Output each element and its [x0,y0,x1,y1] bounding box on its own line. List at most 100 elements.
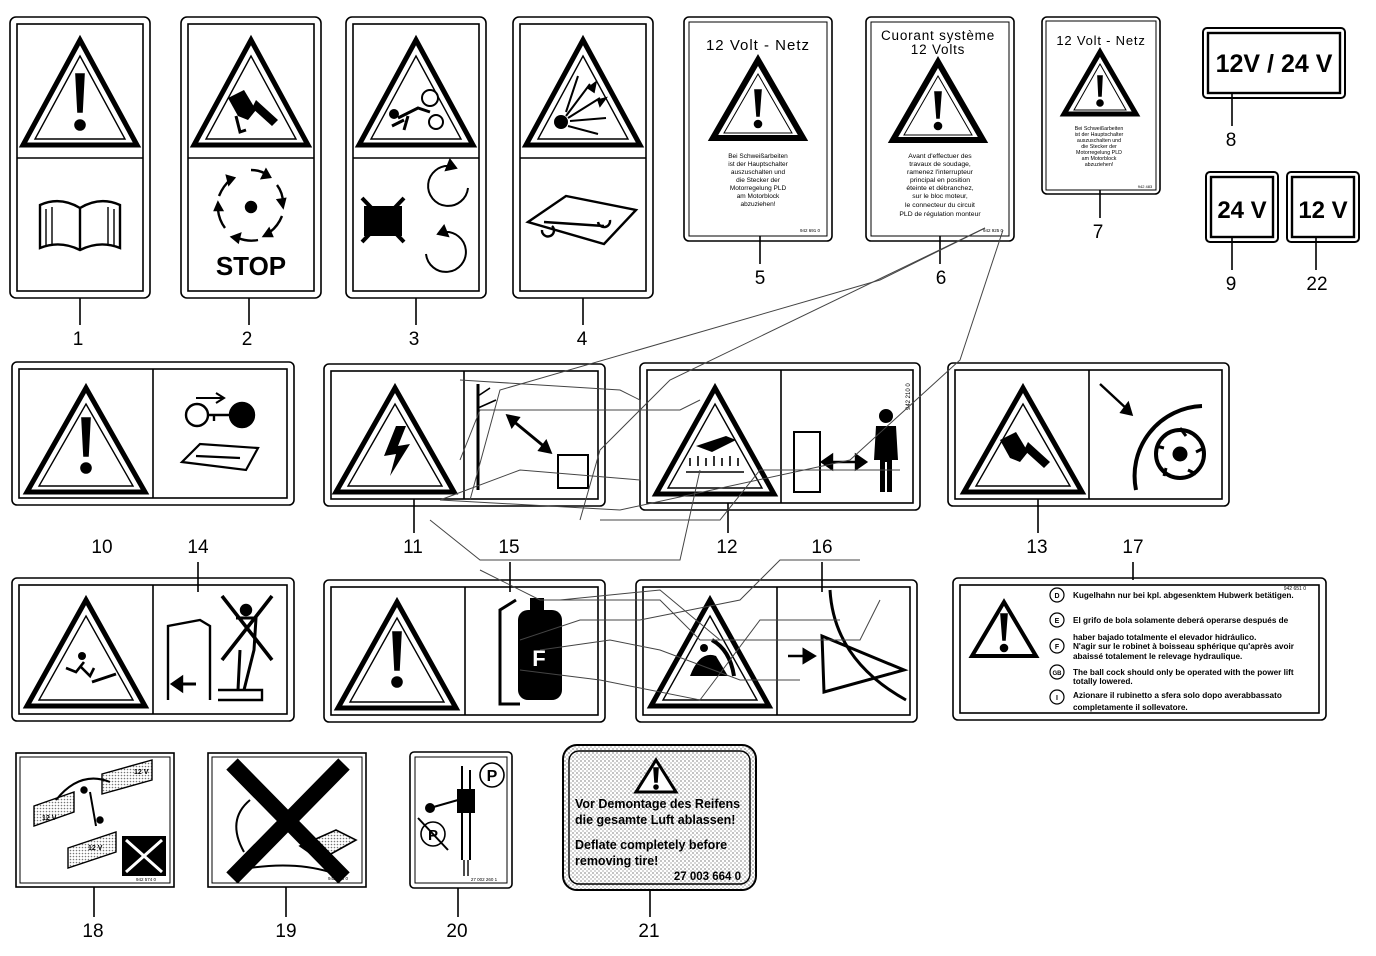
svg-text:GB: GB [1053,671,1063,677]
callout-9: 9 [1226,274,1237,295]
warning-triangle-icon [959,382,1087,495]
svg-text:completamente il sollevatore.: completamente il sollevatore. [1073,703,1188,712]
decal-5-title: 12 Volt - Netz [706,37,810,54]
callout-6: 6 [936,268,947,289]
voltage-12-24: 12V / 24 V [1216,50,1333,78]
svg-text:P: P [428,827,438,844]
manual-wrench-icon [179,442,260,472]
battery-icon [33,759,153,869]
svg-text:942 483: 942 483 [1138,184,1153,189]
decal-9: 24 V [1205,171,1279,243]
decal-5-text: Bei Schweißarbeiten ist der Hauptschalte… [728,153,820,233]
svg-text:ist der Hauptschalter: ist der Hauptschalter [1075,132,1124,138]
fire-extinguisher-icon: F [498,598,562,706]
svg-text:E: E [1055,618,1060,625]
hand-cut-icon [1000,432,1050,468]
svg-text:abzuziehen!: abzuziehen! [1085,162,1114,168]
svg-text:ramenez l'interrupteur: ramenez l'interrupteur [907,169,974,176]
svg-text:Avant d'effectuer des: Avant d'effectuer des [908,153,972,160]
decal-16 [635,579,918,723]
decal-21-de-2: die gesamte Luft ablassen! [575,813,735,827]
callout-7: 7 [1093,222,1104,243]
decal-19: 942 573 0 [207,752,367,888]
electric-shock-icon [384,426,410,476]
decal-5: 12 Volt - Netz Bei Schweißarbeiten ist d… [683,16,833,242]
callout-8: 8 [1226,130,1237,151]
rotating-arrows-icon [425,157,469,273]
battery-label-2: 12 V [134,769,149,776]
svg-text:El grifo de bola solamente deb: El grifo de bola solamente deberá operar… [1073,616,1289,625]
manual-wrench-icon [525,194,639,246]
decal-7-title: 12 Volt - Netz [1056,33,1145,48]
distance-arrow-icon [819,452,869,472]
decal-6-title-2: 12 Volts [911,42,965,57]
svg-text:942 691 0: 942 691 0 [800,228,821,233]
svg-text:ist der Hauptschalter: ist der Hauptschalter [728,161,788,168]
decal-13 [947,362,1230,507]
decal-4 [512,16,654,299]
svg-text:travaux de soudage,: travaux de soudage, [909,161,971,168]
decal-15: F [323,579,606,723]
svg-text:D: D [1054,593,1059,600]
callout-12: 12 [716,537,737,558]
svg-text:Kugelhahn nur bei kpl. abgesen: Kugelhahn nur bei kpl. abgesenktem Hubwe… [1073,591,1294,600]
battery-label-3: 12 V [88,845,103,852]
svg-text:Bei Schweißarbeiten: Bei Schweißarbeiten [1075,126,1124,132]
svg-text:The ball cock should only be o: The ball cock should only be operated wi… [1073,668,1294,677]
decal-21-de-1: Vor Demontage des Reifens [575,797,740,811]
decal-11 [323,363,606,507]
warning-triangle-icon [1059,47,1141,117]
callout-18: 18 [82,921,103,942]
decal-17-text: D Kugelhahn nur bei kpl. abgesenktem Hub… [1053,591,1295,712]
fall-icon [65,652,117,684]
warning-triangle-icon [331,382,459,495]
callout-13: 13 [1026,537,1047,558]
hand-cut-icon [228,90,278,134]
warning-triangle-icon [707,53,809,141]
callout-10: 10 [91,537,112,558]
svg-text:die Stecker der: die Stecker der [1081,144,1117,150]
crossed-hand-icon [360,196,406,244]
callout-19: 19 [275,921,296,942]
svg-text:auszuschalten und: auszuschalten und [731,169,786,176]
callout-1: 1 [73,329,84,350]
svg-text:Motorregelung PLD: Motorregelung PLD [1076,150,1122,156]
callout-4: 4 [577,329,588,350]
warning-triangle-icon [18,34,142,148]
callout-14: 14 [187,537,209,558]
decal-12-code: 942 210 0 [906,383,912,410]
explosion-icon [554,75,608,135]
svg-text:Motorregelung PLD: Motorregelung PLD [730,185,787,192]
svg-text:942 925 0: 942 925 0 [983,228,1004,233]
lever-valve-icon [425,766,475,876]
svg-text:F: F [1055,644,1060,651]
svg-text:942 574 0: 942 574 0 [136,877,157,882]
svg-text:PLD de régulation monteur: PLD de régulation monteur [899,211,981,218]
swing-part-icon [788,589,909,702]
warning-triangle-icon [354,34,478,148]
decal-21-en-2: removing tire! [575,854,658,868]
decal-14 [11,577,295,722]
decal-22: 12 V [1286,171,1360,243]
hot-surface-icon [686,436,744,473]
cross-icon [226,758,350,884]
decal-12: 942 210 0 [639,362,921,511]
callout-22: 22 [1306,274,1327,295]
callout-20: 20 [446,921,467,942]
svg-text:I: I [1056,695,1058,702]
decal-3 [345,16,487,299]
callout-15: 15 [498,537,519,558]
svg-text:Azionare il rubinetto a sfera: Azionare il rubinetto a sfera solo dopo … [1073,691,1282,700]
warning-triangle-icon [646,594,774,709]
svg-text:P: P [487,768,498,785]
decal-18: 12 V 12 V 12 V 942 574 0 [15,752,175,888]
warning-triangle-icon [651,382,779,497]
crush-zone-icon [166,594,274,702]
warning-triangle-icon [887,55,989,143]
svg-text:éteinte et débranchez,: éteinte et débranchez, [906,185,973,192]
warning-triangle-icon [633,757,679,794]
svg-text:am Motorblock: am Motorblock [737,193,780,200]
stop-label: STOP [216,251,286,281]
warning-triangle-icon [189,34,313,148]
crush-icon [690,638,736,677]
